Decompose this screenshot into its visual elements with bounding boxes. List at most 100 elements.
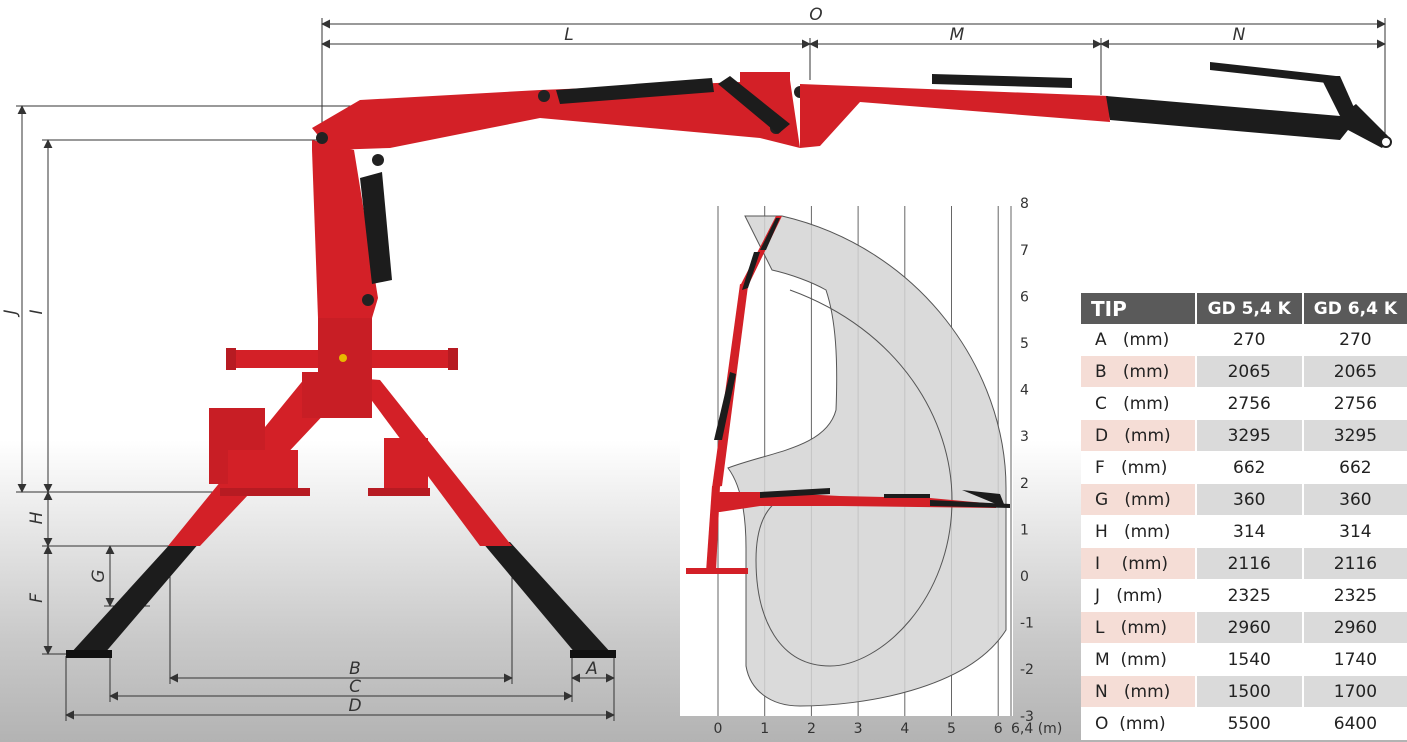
value-gd64k: 2960 xyxy=(1302,611,1407,644)
row-label: B (mm) xyxy=(1081,355,1197,388)
value-gd54k: 2756 xyxy=(1195,387,1304,420)
row-label: L (mm) xyxy=(1081,611,1197,644)
label-i: I xyxy=(27,309,47,314)
label-a: A xyxy=(585,659,598,679)
x-tick-label: 1 xyxy=(760,721,769,737)
value-gd54k: 2960 xyxy=(1195,611,1304,644)
row-label: M (mm) xyxy=(1081,643,1197,676)
y-tick-label: -3 xyxy=(1020,709,1034,725)
crane-horizontal-pose xyxy=(714,488,1010,512)
main-boom xyxy=(312,80,800,150)
y-tick-label: -1 xyxy=(1020,616,1034,632)
value-gd64k: 360 xyxy=(1302,483,1407,516)
header-gd64k: GD 6,4 K xyxy=(1302,293,1407,324)
extension-boom xyxy=(1106,96,1390,148)
second-boom xyxy=(800,84,1110,148)
value-gd64k: 3295 xyxy=(1302,419,1407,452)
y-tick-label: 1 xyxy=(1020,522,1029,538)
second-boom-cylinder xyxy=(932,74,1072,88)
value-gd54k: 1540 xyxy=(1195,643,1304,676)
label-m: M xyxy=(950,25,965,45)
right-leg-black xyxy=(482,542,612,654)
label-n: N xyxy=(1233,25,1246,45)
y-tick-label: 5 xyxy=(1020,336,1029,352)
value-gd64k: 2756 xyxy=(1302,387,1407,420)
label-l: L xyxy=(564,25,573,45)
value-gd54k: 3295 xyxy=(1195,419,1304,452)
value-gd64k: 1740 xyxy=(1302,643,1407,676)
row-label: I (mm) xyxy=(1081,547,1197,580)
main-boom-cylinder xyxy=(556,78,714,104)
value-gd54k: 1500 xyxy=(1195,675,1304,708)
column xyxy=(312,140,378,318)
label-f: F xyxy=(27,593,47,603)
y-tick-label: 6 xyxy=(1020,289,1029,305)
header-gd54k: GD 5,4 K xyxy=(1195,293,1304,324)
x-axis-end-label: 6,4 (m) xyxy=(1011,721,1062,737)
y-tick-label: 7 xyxy=(1020,243,1029,259)
reach-inner-curve xyxy=(755,289,953,667)
header-tip: TIP xyxy=(1081,293,1197,324)
dimension-lines xyxy=(16,18,1386,721)
row-label: F (mm) xyxy=(1081,451,1197,484)
row-label: A (mm) xyxy=(1081,324,1197,356)
value-gd64k: 270 xyxy=(1302,324,1407,356)
value-gd54k: 662 xyxy=(1195,451,1304,484)
value-gd64k: 2065 xyxy=(1302,355,1407,388)
y-tick-label: 0 xyxy=(1020,569,1029,585)
column-cylinder xyxy=(360,172,392,284)
value-gd54k: 2065 xyxy=(1195,355,1304,388)
x-tick-label: 0 xyxy=(714,721,723,737)
slewing-base xyxy=(318,318,372,378)
x-tick-label: 2 xyxy=(807,721,816,737)
row-label: G (mm) xyxy=(1081,483,1197,516)
spec-table-header: TIP GD 5,4 K GD 6,4 K xyxy=(1081,293,1407,324)
value-gd54k: 2325 xyxy=(1195,579,1304,612)
value-gd54k: 360 xyxy=(1195,483,1304,516)
label-g: G xyxy=(89,569,109,582)
row-label: D (mm) xyxy=(1081,419,1197,452)
row-label: N (mm) xyxy=(1081,675,1197,708)
row-label: O (mm) xyxy=(1081,707,1197,740)
row-label: J (mm) xyxy=(1081,579,1197,612)
label-h: H xyxy=(27,511,47,524)
x-tick-label: 6 xyxy=(994,721,1003,737)
y-tick-label: -2 xyxy=(1020,662,1034,678)
label-d: D xyxy=(348,696,361,716)
value-gd64k: 1700 xyxy=(1302,675,1407,708)
x-tick-label: 4 xyxy=(900,721,909,737)
y-tick-label: 4 xyxy=(1020,383,1029,399)
reach-envelope xyxy=(727,215,1007,707)
dimension-text: O L M N J I H F G B C D A xyxy=(1,5,1246,716)
right-leg-red xyxy=(355,378,512,546)
value-gd54k: 2116 xyxy=(1195,547,1304,580)
left-leg-black xyxy=(70,542,200,654)
label-j: J xyxy=(1,309,21,317)
x-tick-label: 3 xyxy=(854,721,863,737)
label-o: O xyxy=(809,5,822,25)
value-gd64k: 2325 xyxy=(1302,579,1407,612)
value-gd64k: 662 xyxy=(1302,451,1407,484)
row-label: H (mm) xyxy=(1081,515,1197,548)
y-tick-label: 8 xyxy=(1020,196,1029,212)
value-gd54k: 5500 xyxy=(1195,707,1304,740)
crane-illustration xyxy=(66,62,1392,658)
value-gd54k: 270 xyxy=(1195,324,1304,356)
label-c: C xyxy=(349,677,361,697)
